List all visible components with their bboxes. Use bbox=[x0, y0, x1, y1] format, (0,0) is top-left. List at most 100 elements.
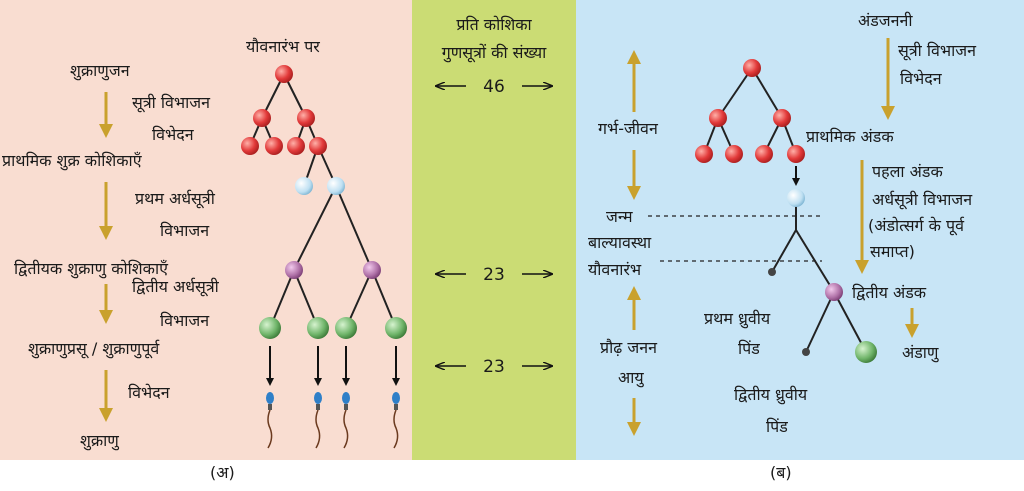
panel-a-labels: शुक्राणुजनसूत्री विभाजन विभेदन प्राथमिक शु… bbox=[2, 61, 220, 451]
primary-spermatocytes bbox=[295, 177, 345, 195]
red-cell bbox=[297, 109, 315, 127]
panel-b-label: पिंड bbox=[766, 417, 788, 436]
count-row-23-b: 23 bbox=[436, 357, 552, 377]
panel-b-background bbox=[576, 0, 1024, 460]
green-cell bbox=[335, 317, 357, 339]
red-cell bbox=[725, 145, 743, 163]
arrow-a1-head bbox=[99, 124, 113, 138]
panel-a-process-arrows bbox=[99, 92, 113, 422]
panel-a: शुक्राणुजनसूत्री विभाजन विभेदन प्राथमिक शु… bbox=[2, 37, 407, 482]
ovum-cell bbox=[855, 341, 877, 363]
red-cell bbox=[265, 137, 283, 155]
panel-b: अंडजननी सूत्री विभाजन विभेदन प्राथमिक अंडक प… bbox=[588, 11, 977, 482]
first-polar-body bbox=[768, 268, 776, 276]
count-row-46: 46 bbox=[436, 77, 552, 97]
count-value: 23 bbox=[483, 357, 505, 377]
count-value: 23 bbox=[483, 265, 505, 285]
panel-b-label: समाप्त) bbox=[870, 242, 915, 261]
red-cell bbox=[787, 145, 805, 163]
panel-a-label: विभेदन bbox=[152, 125, 195, 144]
primary-oocyte-cell bbox=[787, 189, 805, 207]
red-cell bbox=[287, 137, 305, 155]
arrow-up-head bbox=[627, 286, 641, 300]
sperm-icon bbox=[392, 392, 400, 449]
arrow-a2-head bbox=[99, 226, 113, 240]
blue-cell bbox=[295, 177, 313, 195]
panel-a-label: द्वितीयक शुक्राणु कोशिकाएँ bbox=[14, 259, 169, 279]
spermatids bbox=[259, 317, 407, 339]
panel-b-label: द्वितीय ध्रुवीय bbox=[734, 385, 808, 405]
secondary-oocyte-cell bbox=[825, 283, 843, 301]
panel-a-label: शुक्राणुजन bbox=[70, 61, 131, 81]
middle-header-line1: प्रति कोशिका bbox=[456, 15, 532, 34]
spermatogenesis-lineage-lines bbox=[249, 73, 397, 329]
red-cell bbox=[709, 109, 727, 127]
arrow-a4-head bbox=[99, 408, 113, 422]
sperm-cells bbox=[266, 392, 400, 449]
panel-a-label: सूत्री विभाजन bbox=[132, 93, 211, 113]
red-cell bbox=[695, 145, 713, 163]
panel-b-process-arrows bbox=[855, 38, 919, 338]
panel-b-labels: अंडजननी सूत्री विभाजन विभेदन प्राथमिक अंडक प… bbox=[588, 11, 977, 436]
green-cell bbox=[307, 317, 329, 339]
sperm-icon bbox=[266, 392, 274, 449]
panel-b-label: अर्धसूत्री विभाजन bbox=[872, 190, 973, 210]
caption-a: (अ) bbox=[210, 463, 235, 482]
red-cell bbox=[241, 137, 259, 155]
middle-background bbox=[412, 0, 576, 460]
green-cell bbox=[259, 317, 281, 339]
red-cell bbox=[309, 137, 327, 155]
panel-b-label: यौवनारंभ bbox=[588, 260, 642, 279]
panel-b-label: द्वितीय अंडक bbox=[852, 283, 927, 302]
caption-b: (ब) bbox=[770, 463, 792, 482]
panel-b-label: जन्म bbox=[606, 207, 633, 226]
panel-b-label: प्रौढ़ जनन bbox=[600, 338, 658, 357]
panel-b-label: पहला अंडक bbox=[872, 162, 943, 181]
count-value: 46 bbox=[483, 77, 505, 97]
panel-a-label: विभाजन bbox=[160, 311, 210, 330]
panel-b-label: विभेदन bbox=[900, 69, 943, 88]
arrow-a3-head bbox=[99, 310, 113, 324]
panel-a-label: द्वितीय अर्धसूत्री bbox=[132, 277, 220, 297]
arrow-down-head bbox=[627, 186, 641, 200]
sperm-arrows bbox=[266, 346, 400, 386]
arrow-down-head bbox=[627, 422, 641, 436]
middle-header-line2: गुणसूत्रों की संख्या bbox=[442, 43, 547, 63]
panel-a-label: प्राथमिक शुक्र कोशिकाएँ bbox=[2, 151, 143, 171]
second-polar-body bbox=[802, 348, 810, 356]
panel-b-label: प्रथम ध्रुवीय bbox=[704, 309, 771, 329]
red-cell bbox=[755, 145, 773, 163]
purple-cell bbox=[363, 261, 381, 279]
red-cell bbox=[275, 65, 293, 83]
red-cell bbox=[253, 109, 271, 127]
red-cell bbox=[743, 59, 761, 77]
puberty-label: यौवनारंभ पर bbox=[246, 37, 320, 56]
sperm-icon bbox=[342, 392, 350, 449]
panel-a-label: शुक्राणु bbox=[80, 431, 120, 451]
panel-b-label: प्राथमिक अंडक bbox=[806, 127, 894, 146]
green-cell bbox=[385, 317, 407, 339]
panel-a-label: विभेदन bbox=[128, 383, 171, 402]
panel-a-label: विभाजन bbox=[160, 221, 210, 240]
panel-b-label: बाल्यावस्था bbox=[588, 233, 652, 252]
panel-a-label: प्रथम अर्धसूत्री bbox=[135, 189, 216, 209]
blue-cell bbox=[327, 177, 345, 195]
count-row-23-a: 23 bbox=[436, 265, 552, 285]
panel-b-label: आयु bbox=[618, 368, 645, 388]
chromosome-count-column: प्रति कोशिका गुणसूत्रों की संख्या 46 23 … bbox=[436, 15, 552, 377]
secondary-spermatocytes bbox=[285, 261, 381, 279]
sperm-icon bbox=[314, 392, 322, 449]
panel-a-label: शुक्राणुप्रसू / शुक्राणुपूर्व bbox=[28, 339, 160, 359]
panel-b-label: अंडजननी bbox=[858, 11, 913, 30]
red-cell bbox=[773, 109, 791, 127]
purple-cell bbox=[285, 261, 303, 279]
arrow-up-head bbox=[627, 50, 641, 64]
panel-b-label: अंडाणु bbox=[902, 343, 939, 363]
spermatogonia-cells bbox=[241, 65, 327, 155]
panel-b-timeline-arrows bbox=[627, 50, 641, 436]
panel-b-label: (अंडोत्सर्ग के पूर्व bbox=[868, 216, 965, 236]
panel-b-label: गर्भ-जीवन bbox=[598, 119, 659, 138]
panel-b-label: सूत्री विभाजन bbox=[898, 41, 977, 61]
oogonia-cells bbox=[695, 59, 805, 163]
